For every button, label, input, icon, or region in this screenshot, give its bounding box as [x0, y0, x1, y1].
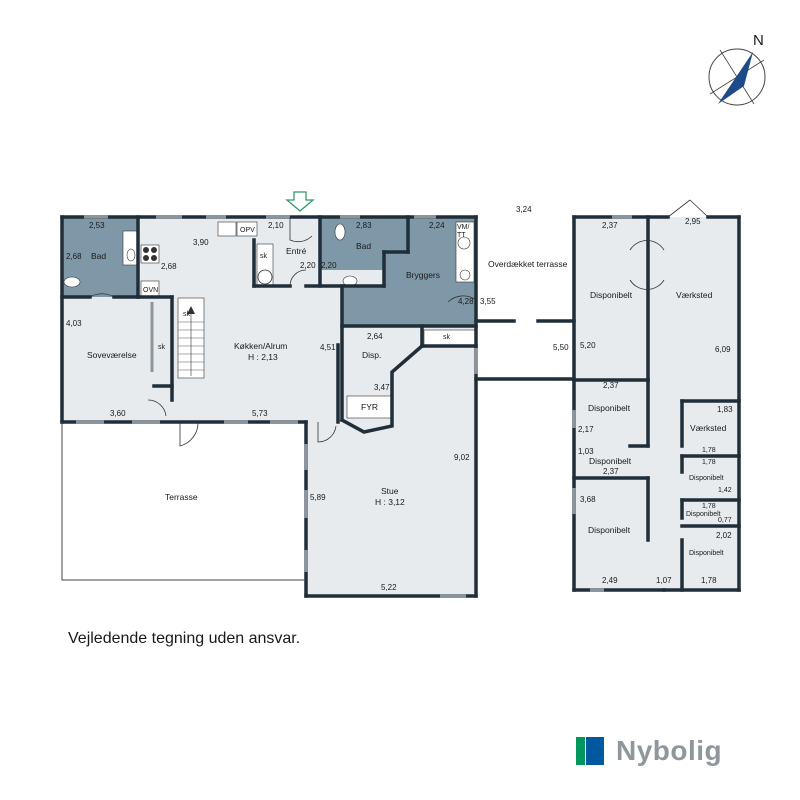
dim-sove-w: 3,60 — [110, 409, 126, 418]
dim-r1-b: 1,78 — [702, 459, 716, 466]
dim-hall-h: 1,03 — [578, 447, 594, 456]
dim-bad2-h: 2,20 — [321, 261, 337, 270]
dim-disp-top-w: 2,37 — [602, 221, 618, 230]
dim-disp-mid-w: 2,37 — [603, 381, 619, 390]
fixture-label-sk-entre: sk — [260, 253, 268, 260]
dim-r2-h: 0,77 — [718, 517, 732, 524]
dim-bad2-w: 2,83 — [356, 221, 372, 230]
dim-bryggers-w: 2,24 — [429, 221, 445, 230]
fixture-label-vm-tt: VM/TT — [457, 224, 470, 239]
dim-koekken-h: 4,51 — [320, 343, 336, 352]
floor-fills — [62, 217, 739, 595]
room-label-stue: Stue — [381, 486, 399, 496]
bryggers-floor — [342, 217, 476, 326]
dim-sove-h: 4,03 — [66, 319, 82, 328]
room-label-disponibelt-top: Disponibelt — [590, 290, 633, 300]
dim-entre-w: 2,10 — [268, 221, 284, 230]
terrace-outline — [61, 422, 306, 581]
room-label-disponibelt-low: Disponibelt — [588, 525, 631, 535]
compass-north-label: N — [753, 32, 764, 49]
dim-disp-mid-h: 2,17 — [578, 425, 594, 434]
dim-stue-side: 5,89 — [310, 493, 326, 502]
fixture-label-sk-bryggers: sk — [443, 334, 451, 341]
dim-disp-h: 3,47 — [374, 383, 390, 392]
dim-disp-low-h: 3,68 — [580, 495, 596, 504]
room-label-vaerksted-big: Værksted — [676, 290, 713, 300]
dim-kitchen-side: 2,68 — [161, 262, 177, 271]
room-label-terrasse: Terrasse — [165, 492, 198, 502]
dim-disp-w: 2,64 — [367, 332, 383, 341]
dim-koekken-w: 5,73 — [252, 409, 268, 418]
room-label-disponibelt-hall: Disponibelt — [589, 456, 632, 466]
dim-bad1-h: 2,68 — [66, 252, 82, 261]
fixture-label-opv: OPV — [240, 227, 255, 234]
room-label-koekken: Køkken/Alrum — [234, 341, 287, 351]
fixture-label-sk-stairs: sk — [183, 311, 191, 318]
room-label-bryggers: Bryggers — [406, 270, 440, 280]
dim-vaerk-small-w: 1,83 — [717, 405, 733, 414]
dim-overdaekket-w: 3,24 — [516, 205, 532, 214]
room-label-fyr: FYR — [361, 402, 378, 412]
room-label-sovevaerelse: Soveværelse — [87, 350, 137, 360]
dim-kitchen-w: 3,90 — [193, 238, 209, 247]
room-label-disponibelt-r1: Disponibelt — [689, 475, 724, 482]
brand-logo: Nybolig — [576, 735, 723, 766]
fixture-label-ovn: OVN — [143, 287, 158, 294]
nybolig-logo-icon — [576, 737, 604, 765]
dim-disp-top-h: 5,20 — [580, 341, 596, 350]
room-label-koekken-height: H : 2,13 — [248, 352, 278, 362]
dim-vaerk-h: 6,09 — [715, 345, 731, 354]
disclaimer-text: Vejledende tegning uden ansvar. — [68, 630, 301, 647]
dim-hall-w: 2,37 — [603, 467, 619, 476]
dim-stue-h: 9,02 — [454, 453, 470, 462]
dim-overdaekket-h1: 3,55 — [480, 297, 496, 306]
dim-r2-w: 1,78 — [702, 503, 716, 510]
compass-icon — [708, 48, 766, 106]
room-label-bad2: Bad — [356, 241, 371, 251]
dim-bottom-right: 1,78 — [701, 576, 717, 585]
room-label-entre: Entré — [286, 246, 307, 256]
dim-entre-h: 2,20 — [300, 261, 316, 270]
dim-stue-w: 5,22 — [381, 583, 397, 592]
dim-bryggers-h: 4,28 — [458, 297, 474, 306]
doors — [89, 199, 709, 447]
entrance-arrow-icon — [285, 191, 315, 212]
room-label-disp: Disp. — [362, 350, 381, 360]
room-label-disponibelt-r2: Disponibelt — [686, 511, 721, 518]
fixture-label-sk-bed: sk — [158, 344, 166, 351]
dim-vaerk-w: 2,95 — [685, 217, 701, 226]
room-label-stue-height: H : 3,12 — [375, 497, 405, 507]
room-label-vaerksted-small: Værksted — [690, 423, 727, 433]
dim-r3-h: 2,02 — [716, 531, 732, 540]
dim-bottom-mid: 1,07 — [656, 576, 672, 585]
dim-disp-low-w: 2,49 — [602, 576, 618, 585]
dim-bad1-w: 2,53 — [89, 221, 105, 230]
brand-name: Nybolig — [616, 735, 723, 766]
room-label-disponibelt-mid: Disponibelt — [588, 403, 631, 413]
room-label-bad1: Bad — [91, 251, 106, 261]
room-label-overdaekket: Overdækket terrasse — [488, 259, 568, 269]
dim-overdaekket-h2: 5,50 — [553, 343, 569, 352]
dim-r1-h: 1,42 — [718, 487, 732, 494]
dim-r1-w: 1,78 — [702, 447, 716, 454]
room-label-disponibelt-r3: Disponibelt — [689, 550, 724, 557]
windows — [76, 215, 632, 598]
